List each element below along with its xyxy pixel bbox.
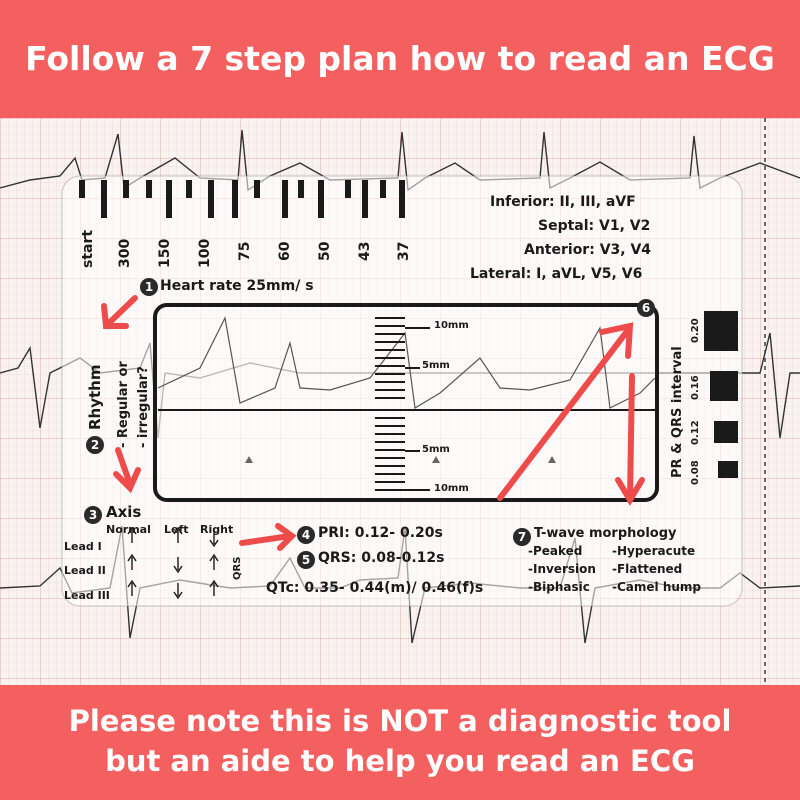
scale-10mm-top: 10mm xyxy=(434,320,469,331)
step-7-badge: 7 xyxy=(513,528,531,546)
leads-septal: Septal: V1, V2 xyxy=(538,218,651,234)
axis-col-left: Left xyxy=(164,523,189,536)
step-2-irregular: - irregular? xyxy=(136,366,151,448)
twave-hyperacute: -Hyperacute xyxy=(612,544,696,558)
top-banner-text: Follow a 7 step plan how to read an ECG xyxy=(25,39,775,78)
step-2-rhythm: Rhythm xyxy=(86,364,104,431)
twave-inversion: -Inversion xyxy=(528,562,596,576)
leads-inferior: Inferior: II, III, aVF xyxy=(490,194,636,210)
step-2-badge: 2 xyxy=(86,436,104,454)
rate-label-start: start xyxy=(80,229,96,268)
interval-012: 0.12 xyxy=(690,420,701,445)
axis-row-lead-1: Lead I xyxy=(64,540,102,553)
interval-label: PR & QRS interval xyxy=(670,346,685,478)
interval-008: 0.08 xyxy=(690,460,701,485)
interval-020: 0.20 xyxy=(690,318,701,343)
bottom-banner-line-2: but an aide to help you read an ECG xyxy=(105,744,695,778)
step-6-badge: 6 xyxy=(637,299,655,317)
rate-label-60: 60 xyxy=(277,241,293,261)
step-4-pri: PRI: 0.12- 0.20s xyxy=(318,525,443,541)
rate-label-50: 50 xyxy=(317,241,333,261)
red-arrows xyxy=(101,295,645,551)
rate-label-43: 43 xyxy=(357,241,373,261)
axis-col-right: Right xyxy=(200,523,234,536)
step-3-badge: 3 xyxy=(84,506,102,524)
rate-label-150: 150 xyxy=(157,238,173,268)
twave-peaked: -Peaked xyxy=(528,544,583,558)
step-5-badge: 5 xyxy=(297,551,315,569)
interval-blocks xyxy=(704,311,738,478)
step-2-regular: - Regular or xyxy=(116,361,131,448)
heart-rate-ticks xyxy=(79,180,405,218)
top-banner: Follow a 7 step plan how to read an ECG xyxy=(0,0,800,118)
step-7-twave: T-wave morphology xyxy=(534,526,677,541)
step-4-badge: 4 xyxy=(297,526,315,544)
bottom-banner-line-1: Please note this is NOT a diagnostic too… xyxy=(68,704,732,738)
rate-label-100: 100 xyxy=(197,238,213,268)
step-1-heart-rate: Heart rate 25mm/ s xyxy=(160,278,314,294)
interval-016: 0.16 xyxy=(690,375,701,400)
twave-biphasic: -Biphasic xyxy=(528,580,590,594)
step-5-qrs: QRS: 0.08-0.12s xyxy=(318,550,445,566)
rate-label-37: 37 xyxy=(396,241,412,261)
axis-qrs-label: QRS xyxy=(232,556,243,580)
twave-flattened: -Flattened xyxy=(612,562,683,576)
ruler-window xyxy=(153,303,659,502)
axis-col-normal: Normal xyxy=(106,523,151,536)
ecg-ruler-photo: start 300 150 100 75 60 50 43 37 Inferio… xyxy=(0,118,800,685)
bottom-banner: Please note this is NOT a diagnostic too… xyxy=(0,685,800,800)
twave-camel-hump: -Camel hump xyxy=(612,580,701,594)
step-1-badge: 1 xyxy=(140,278,158,296)
scale-10mm-bottom: 10mm xyxy=(434,483,469,494)
axis-row-lead-3: Lead III xyxy=(64,589,110,602)
leads-anterior: Anterior: V3, V4 xyxy=(524,242,652,258)
rate-label-300: 300 xyxy=(117,238,133,268)
rate-label-75: 75 xyxy=(237,241,253,261)
scale-5mm-bottom: 5mm xyxy=(422,444,450,455)
step-3-axis: Axis xyxy=(106,503,142,521)
mm-scale xyxy=(375,317,430,491)
axis-row-lead-2: Lead II xyxy=(64,564,106,577)
axis-arrows xyxy=(127,526,219,600)
scale-5mm-top: 5mm xyxy=(422,360,450,371)
leads-lateral: Lateral: I, aVL, V5, V6 xyxy=(470,266,643,282)
ecg-photo-graphic xyxy=(0,118,800,685)
qtc-range: QTc: 0.35- 0.44(m)/ 0.46(f)s xyxy=(266,580,484,596)
